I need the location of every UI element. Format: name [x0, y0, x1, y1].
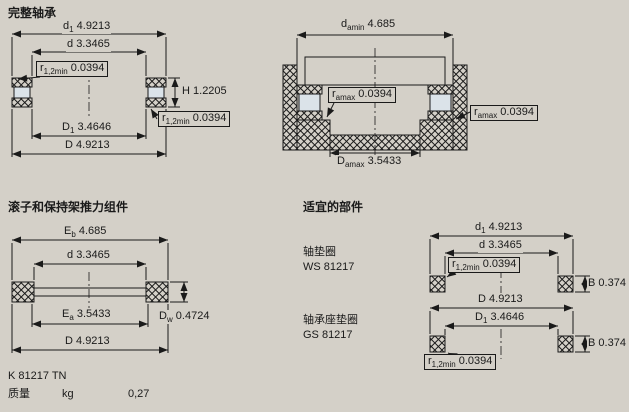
housing-washer-drawing	[429, 304, 590, 360]
section-title-assembly: 滚子和保持架推力组件	[8, 200, 129, 214]
dim-assembly-d-label: d 3.3465	[66, 249, 111, 264]
dim-ws-B-label: B 0.374	[587, 277, 627, 292]
dim-d1-label: d1 4.9213	[62, 20, 112, 35]
dim-da-min-label: damin 4.685	[340, 18, 397, 33]
housing-washer-designation: GS 81217	[303, 329, 353, 341]
dim-Eb-label: Eb 4.685	[63, 225, 108, 240]
mass-value: 0,27	[128, 388, 150, 400]
dim-ws-d-label: d 3.3465	[478, 239, 523, 254]
dim-gs-D-label: D 4.9213	[477, 293, 524, 308]
dim-d-label: d 3.3465	[66, 38, 111, 53]
dim-H-label: H 1.2205	[181, 85, 228, 100]
shaft-washer-designation: WS 81217	[303, 261, 355, 273]
dim-Da-max-label: Damax 3.5433	[336, 155, 403, 170]
housing-washer-name: 轴承座垫圈	[303, 314, 358, 326]
dim-gs-D1-label: D1 3.4646	[474, 311, 526, 326]
dim-Ea-label: Ea 3.5433	[61, 308, 112, 323]
dim-D1-label: D1 3.4646	[61, 121, 113, 136]
shaft-washer-drawing	[429, 232, 590, 299]
dim-ra-max-left-label: ramax 0.0394	[328, 87, 396, 104]
dim-r12-bottom-label: r1,2min 0.0394	[158, 111, 231, 128]
dim-gs-r12-label: r1,2min 0.0394	[424, 354, 497, 371]
dim-D-label: D 4.9213	[64, 139, 111, 154]
abutment-dimensions-drawing	[282, 31, 471, 162]
dim-ws-d1-label: d1 4.9213	[474, 221, 524, 236]
assembly-designation: K 81217 TN	[8, 370, 67, 382]
shaft-washer-name: 轴垫圈	[303, 246, 336, 258]
dim-gs-B-label: B 0.374	[587, 337, 627, 352]
roller-cage-assembly-drawing	[11, 236, 188, 354]
section-title-complete-bearing: 完整轴承	[8, 6, 57, 20]
dim-assembly-D-label: D 4.9213	[64, 335, 111, 350]
dim-Dw-label: Dw 0.4724	[158, 310, 211, 325]
complete-bearing-drawing	[11, 30, 180, 158]
dim-r12-top-label: r1,2min 0.0394	[36, 61, 109, 78]
section-title-parts: 适宜的部件	[303, 200, 364, 214]
dim-ws-r12-label: r1,2min 0.0394	[448, 257, 521, 274]
mass-label: 质量	[8, 388, 30, 400]
dim-ra-max-right-label: ramax 0.0394	[470, 105, 538, 122]
mass-unit: kg	[62, 388, 74, 400]
